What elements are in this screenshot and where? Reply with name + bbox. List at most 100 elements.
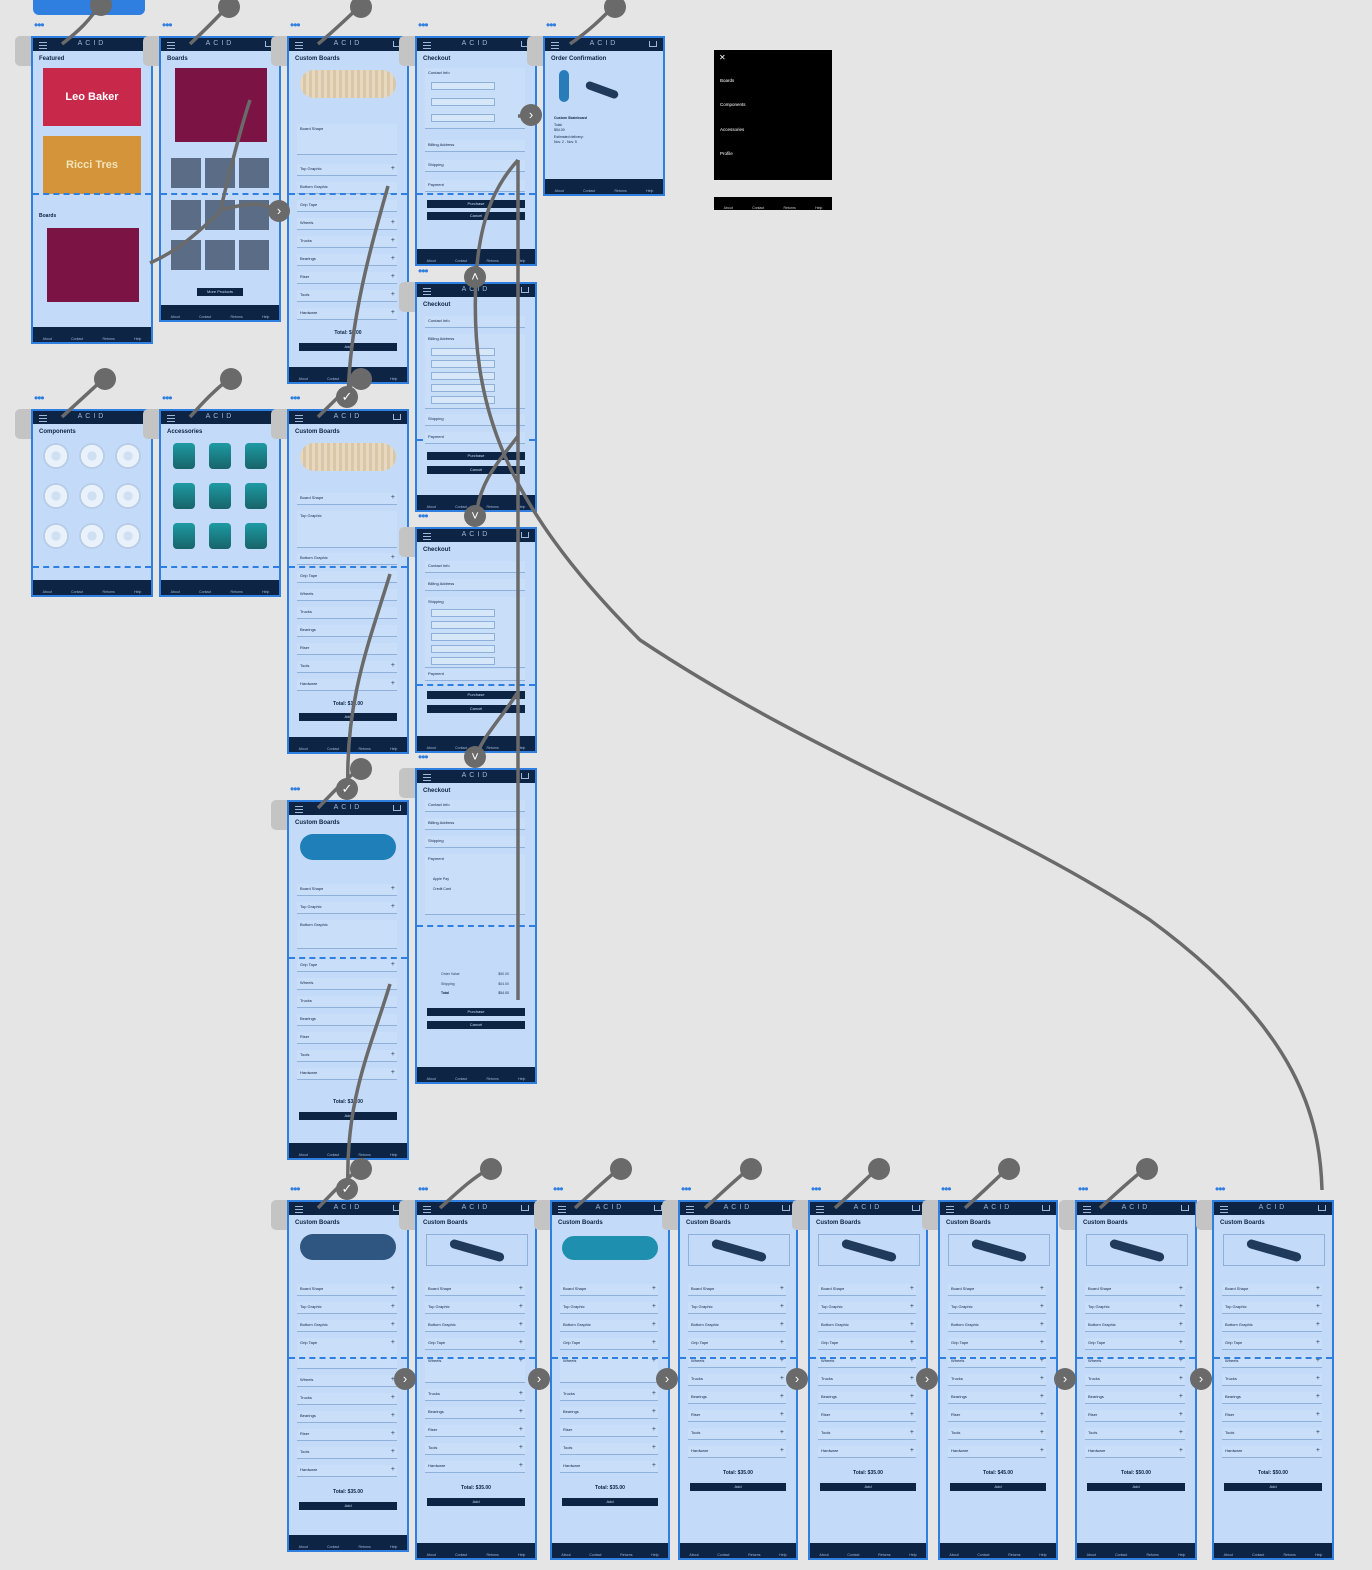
menu-item-profile[interactable]: Profile [720, 151, 733, 156]
artboard-options-icon[interactable]: ••• [290, 782, 301, 796]
plus-icon[interactable]: + [390, 309, 395, 316]
plus-icon[interactable]: + [1315, 1321, 1320, 1328]
menu-icon[interactable] [423, 288, 431, 295]
plus-icon[interactable]: + [390, 961, 395, 968]
nav-about[interactable]: About [426, 259, 436, 263]
hotspot-knob[interactable] [604, 0, 626, 18]
section-contact-info[interactable]: Contact Info [425, 561, 525, 573]
option-row[interactable]: Tools+ [948, 1428, 1046, 1440]
chevron-right-icon[interactable]: › [520, 104, 542, 126]
plus-icon[interactable]: + [518, 1303, 523, 1310]
plus-icon[interactable]: + [651, 1444, 656, 1451]
menu-icon[interactable] [1220, 1206, 1228, 1213]
option-row[interactable]: Wheels+ [818, 1356, 916, 1368]
option-row[interactable]: Trucks+ [297, 236, 397, 248]
section-shipping[interactable]: Shipping [425, 414, 525, 426]
nav-returns[interactable]: Returns [614, 189, 627, 193]
section-payment[interactable]: Payment [425, 432, 525, 444]
option-row[interactable]: Grip Tape+ [948, 1338, 1046, 1350]
option-row[interactable]: Grip Tape+ [560, 1338, 658, 1350]
menu-icon[interactable] [423, 1206, 431, 1213]
plus-icon[interactable]: + [390, 554, 395, 561]
cart-icon[interactable] [1181, 1205, 1189, 1211]
menu-item-boards[interactable]: Boards [720, 78, 735, 83]
artboard-options-icon[interactable]: ••• [1078, 1182, 1089, 1196]
plus-icon[interactable]: + [909, 1447, 914, 1454]
plus-icon[interactable]: + [390, 1412, 395, 1419]
add-button[interactable]: Add [1224, 1483, 1322, 1491]
plus-icon[interactable]: + [390, 494, 395, 501]
truck-image[interactable] [173, 523, 195, 549]
hotspot-knob[interactable] [1136, 1158, 1158, 1180]
option-row[interactable]: Bearings+ [948, 1392, 1046, 1404]
plus-icon[interactable]: + [390, 237, 395, 244]
option-row[interactable]: Board Shape+ [688, 1284, 786, 1296]
plus-icon[interactable]: + [390, 273, 395, 280]
purchase-button[interactable]: Purchase [427, 691, 525, 699]
plus-icon[interactable]: + [779, 1447, 784, 1454]
artboard-home-tab[interactable] [15, 36, 31, 66]
full-name-field[interactable] [431, 348, 495, 356]
option-row[interactable]: Hardware+ [1222, 1446, 1322, 1458]
hotspot-knob[interactable] [218, 0, 240, 18]
artboard-home-tab[interactable] [1059, 1200, 1075, 1230]
product-thumb[interactable] [205, 158, 235, 188]
plus-icon[interactable]: + [1178, 1375, 1183, 1382]
option-row[interactable]: Bottom Graphic+ [297, 1320, 397, 1332]
product-thumb[interactable] [205, 200, 235, 230]
option-row[interactable]: Wheels+ [425, 1356, 525, 1383]
option-row[interactable]: Wheels+ [688, 1356, 786, 1368]
artboard-home-tab[interactable] [399, 36, 415, 66]
plus-icon[interactable]: + [390, 1430, 395, 1437]
plus-icon[interactable]: + [1178, 1447, 1183, 1454]
option-row[interactable]: Wheels+ [1085, 1356, 1185, 1368]
option-row[interactable]: Hardware+ [688, 1446, 786, 1458]
wheel-image[interactable] [43, 483, 69, 509]
plus-icon[interactable]: + [1039, 1429, 1044, 1436]
option-row[interactable]: Bearings+ [560, 1407, 658, 1419]
plus-icon[interactable]: + [779, 1339, 784, 1346]
option-row[interactable]: Top Graphic+ [297, 902, 397, 914]
plus-icon[interactable]: + [651, 1390, 656, 1397]
hotspot-knob[interactable] [480, 1158, 502, 1180]
artboard-options-icon[interactable]: ••• [681, 1182, 692, 1196]
hero-board-image[interactable] [175, 68, 267, 142]
menu-icon[interactable] [686, 1206, 694, 1213]
plus-icon[interactable]: + [390, 1339, 395, 1346]
option-row[interactable]: Bottom Graphic+ [688, 1320, 786, 1332]
cart-icon[interactable] [393, 805, 401, 811]
plus-icon[interactable]: + [390, 1321, 395, 1328]
hotspot-knob[interactable] [350, 1158, 372, 1180]
add-button[interactable]: Add [299, 713, 397, 721]
plus-icon[interactable]: + [1178, 1393, 1183, 1400]
checkmark-icon[interactable]: ✓ [336, 778, 358, 800]
add-button[interactable]: Add [950, 1483, 1046, 1491]
option-row[interactable]: Hardware+ [560, 1461, 658, 1473]
full-name-field[interactable] [431, 609, 495, 617]
nav-returns[interactable]: Returns [102, 337, 115, 341]
plus-icon[interactable]: + [390, 1051, 395, 1058]
nav-contact[interactable]: Contact [583, 189, 596, 193]
plus-icon[interactable]: + [909, 1375, 914, 1382]
plus-icon[interactable]: + [1178, 1285, 1183, 1292]
cart-icon[interactable] [1318, 1205, 1326, 1211]
option-row[interactable]: Board Shape+ [425, 1284, 525, 1296]
hotspot-knob[interactable] [350, 758, 372, 780]
chevron-right-icon[interactable]: › [394, 1368, 416, 1390]
artboard-checkout-1[interactable]: ACID Checkout Contact Info Billing Addre… [415, 36, 537, 266]
chevron-up-icon[interactable]: ˄ [464, 266, 486, 288]
option-row[interactable]: Top Graphic [297, 511, 397, 548]
option-row[interactable]: Riser+ [1085, 1410, 1185, 1422]
option-row[interactable]: Hardware+ [818, 1446, 916, 1458]
add-button[interactable]: Add [820, 1483, 916, 1491]
plus-icon[interactable]: + [1315, 1429, 1320, 1436]
option-row[interactable]: Bearings [297, 1014, 397, 1026]
plus-icon[interactable]: + [909, 1411, 914, 1418]
section-shipping[interactable]: Shipping [425, 836, 525, 848]
